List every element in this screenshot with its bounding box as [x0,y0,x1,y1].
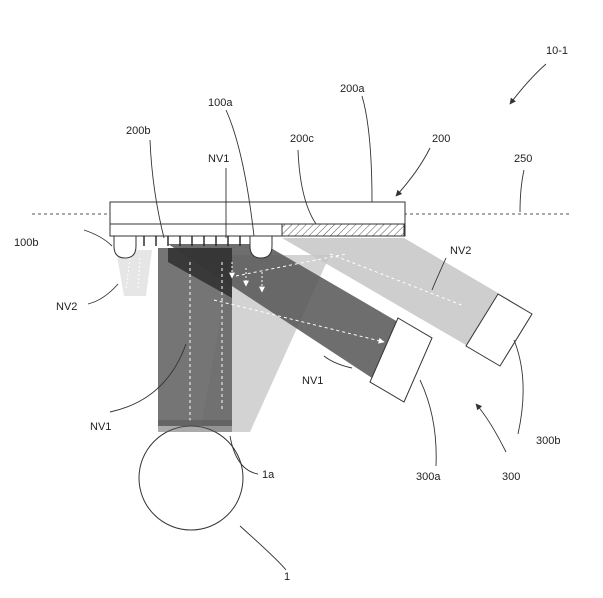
grating [143,236,241,246]
beams [116,238,510,432]
emitter-a [369,317,433,403]
guide-lines [125,253,465,424]
label-bump-right: 100a [208,97,233,109]
label-plate: 200a [340,83,365,95]
label-reference-line: 250 [514,153,532,165]
beam-nv2-wide [282,238,510,352]
label-beam-nv1-left: NV1 [90,421,111,433]
leader-lines [83,63,547,571]
label-plate-group: 200 [432,133,450,145]
label-fig-ref: 10-1 [546,45,568,57]
label-emitter-b: 300b [536,435,560,447]
bump-left [113,235,137,259]
strip [281,223,405,237]
label-emitter-a: 300a [416,471,441,483]
eye [138,425,244,531]
beam-overlap [168,248,232,298]
label-beam-nv1-top: NV1 [208,153,229,165]
label-eye: 1 [284,571,290,583]
label-emitter-group: 300 [502,471,520,483]
emitter-b [465,293,533,367]
label-pupil: 1a [262,469,275,481]
bump-right [249,235,273,259]
plate [109,201,406,225]
label-beam-nv1-mid: NV1 [302,375,323,387]
labels: 10-1 200a 200b 100a 200c 200 250 NV1 100… [14,45,568,583]
label-beam-nv2-left: NV2 [56,301,77,313]
label-beam-nv2-right: NV2 [450,245,471,257]
pupil-region [158,420,232,432]
label-strip: 200c [290,133,314,145]
label-bump-left: 100b [14,237,38,249]
beam-nv2-left [116,250,152,296]
label-grating: 200b [126,125,150,137]
